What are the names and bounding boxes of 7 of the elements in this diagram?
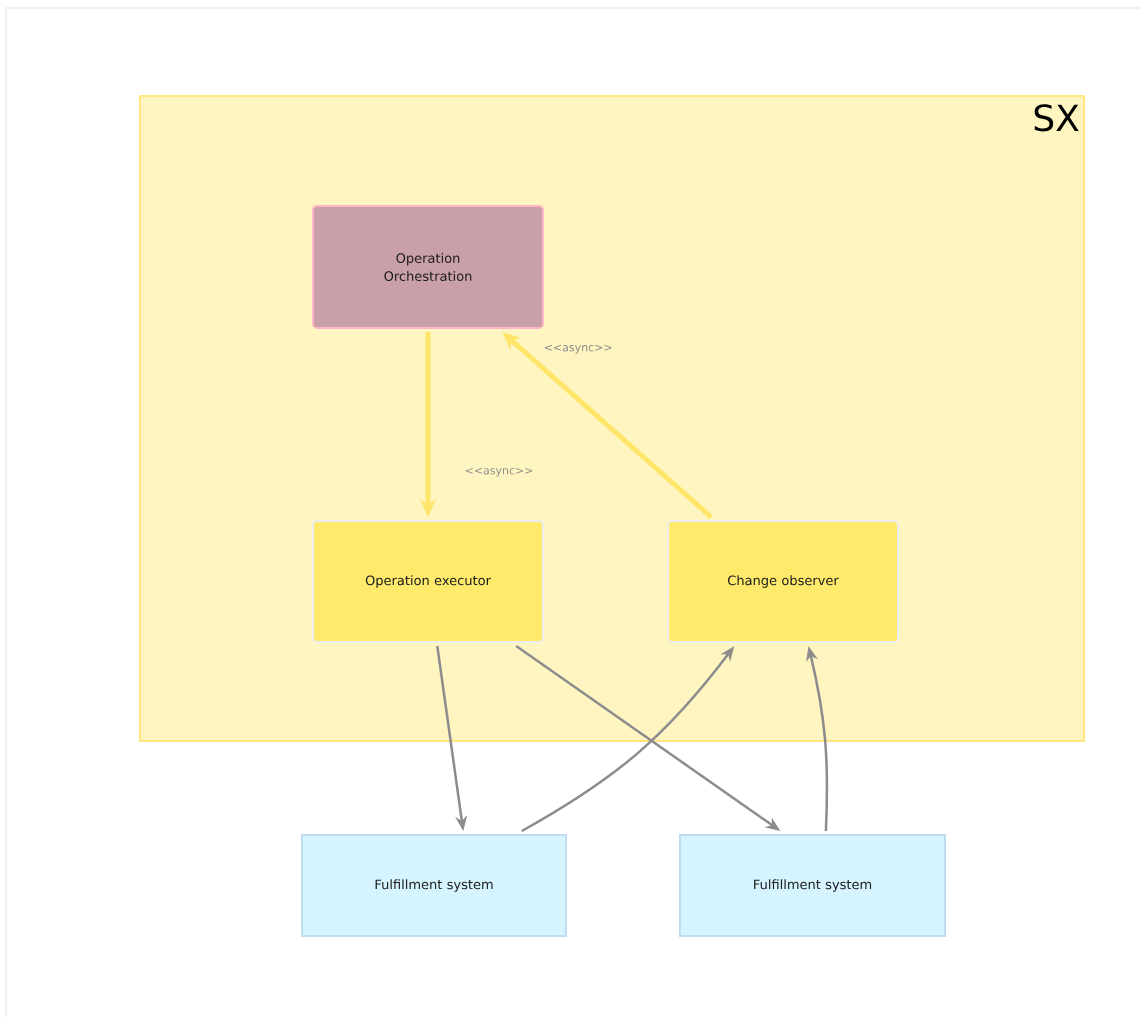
component-box: Operation executor xyxy=(312,520,544,643)
system-box: Fulfillment system xyxy=(301,834,567,937)
component-box: Operation Orchestration xyxy=(312,205,544,329)
edge-label: <<async>> xyxy=(463,466,535,478)
component-box: Change observer xyxy=(667,520,899,643)
system-box: Fulfillment system xyxy=(679,834,946,937)
edge-label: <<async>> xyxy=(542,343,614,355)
